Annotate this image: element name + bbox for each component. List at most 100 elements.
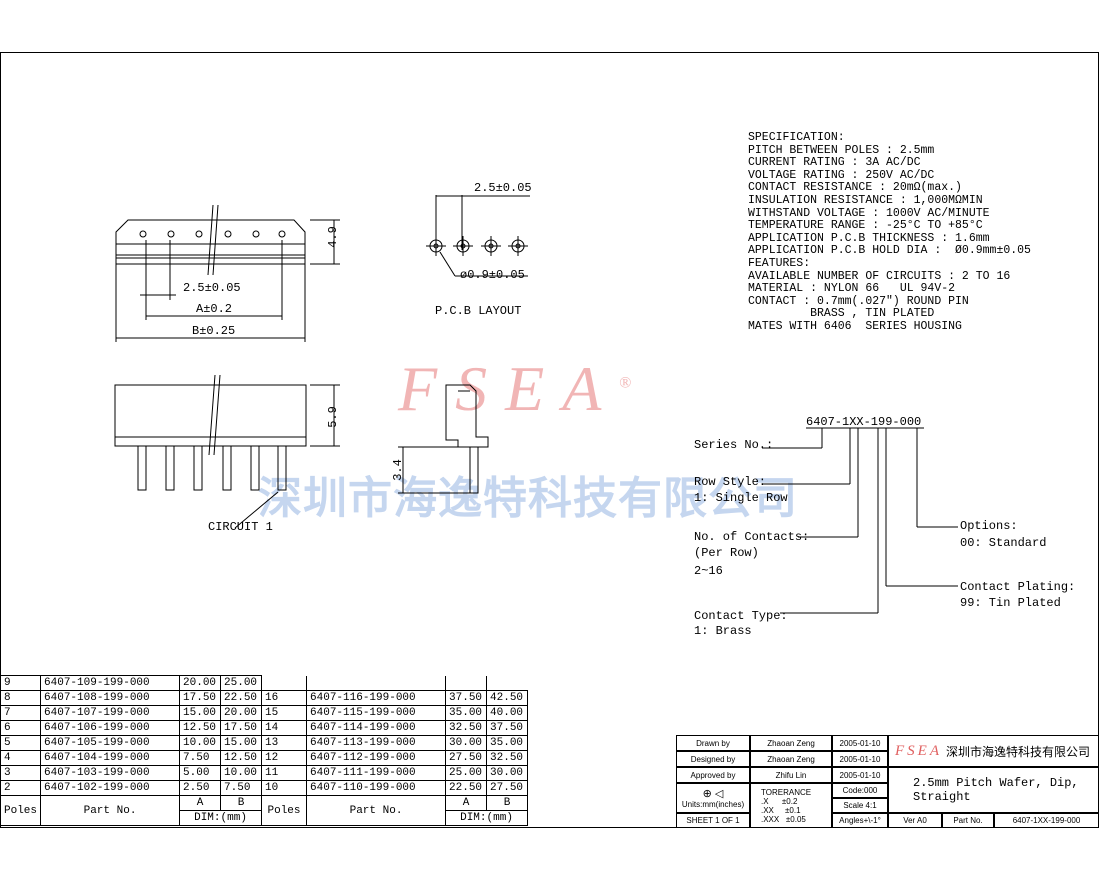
spec-line: WITHSTAND VOLTAGE : 1000V AC/MINUTE [748,206,990,220]
plating-label: Contact Plating: [960,580,1076,594]
table-cell: 15.00 [179,705,222,721]
table-cell: 37.50 [445,690,488,706]
table-header: B [220,795,263,811]
table-cell [486,675,528,691]
pin-holes-top [139,230,286,238]
spec-line: APPLICATION P.C.B HOLD DIA : Ø0.9mm±0.05 [748,244,1031,258]
table-header: Part No. [40,795,181,826]
spec-line: PITCH BETWEEN POLES : 2.5mm [748,143,935,157]
table-header: DIM:(mm) [179,810,263,826]
table-cell: 8 [0,690,42,706]
part-code: 6407-1XX-199-000 [806,415,922,429]
table-cell: 22.50 [220,690,263,706]
watermark-brand: FSEA® [398,353,632,424]
table-cell [306,675,446,691]
pcb-hole-dia: ø0.9±0.05 [460,268,525,282]
table-cell: 6407-106-199-000 [40,720,181,736]
spec-line: AVAILABLE NUMBER OF CIRCUITS : 2 TO 16 [748,269,1011,283]
table-cell: 5 [0,735,42,751]
spec-line: FEATURES: [748,256,811,270]
tolerance-label: TORERANCE [761,787,812,797]
projection-icon: ⊕ ◁ [702,788,724,800]
specification-block: SPECIFICATION: PITCH BETWEEN POLES : 2.5… [748,131,1031,334]
side-profile [398,384,489,494]
table-cell: 9 [0,675,42,691]
pcb-holes [426,236,528,256]
table-cell: 10.00 [179,735,222,751]
pcb-layout-label: P.C.B LAYOUT [435,304,522,318]
table-cell: 6407-111-199-000 [306,765,447,781]
table-cell: 10.00 [220,765,263,781]
table-cell: 25.00 [220,675,263,691]
table-cell [445,675,487,691]
units-cell: ⊕ ◁ Units:mm(inches) [676,783,750,813]
table-cell: 12 [261,750,308,766]
contacts-label: No. of Contacts: [694,530,810,544]
spec-line: MATERIAL : NYLON 66 UL 94V-2 [748,282,956,296]
table-cell: 6407-105-199-000 [40,735,181,751]
drawing-title: 2.5mm Pitch Wafer, Dip, [913,776,1079,790]
tolerance-xx: .XX ±0.1 [761,805,801,815]
table-cell: 6407-116-199-000 [306,690,447,706]
table-cell: 6407-110-199-000 [306,780,447,796]
dim-a: A±0.2 [196,302,233,316]
table-header: B [486,795,529,811]
drawn-by: Zhaoan Zeng [750,735,832,751]
table-cell: 10 [261,780,308,796]
table-cell: 35.00 [445,705,488,721]
contact-type-value: 1: Brass [694,624,752,638]
row-style-label: Row Style: [694,475,767,489]
table-header: A [445,795,488,811]
front-view [114,374,340,529]
approved-by: Zhifu Lin [750,767,832,783]
table-cell: 32.50 [486,750,529,766]
table-cell: 35.00 [486,735,529,751]
table-header-row: DIM:(mm) DIM:(mm) [1,810,529,826]
part-code-leaders [762,427,958,614]
contacts-sub: (Per Row) [694,546,759,560]
spec-line: APPLICATION P.C.B THICKNESS : 1.6mm [748,231,990,245]
table-cell: 15.00 [220,735,263,751]
series-label: Series No.: [694,438,774,452]
table-cell: 6407-112-199-000 [306,750,447,766]
table-cell: 15 [261,705,308,721]
watermark-company: 深圳市海逸特科技有限公司 [258,473,798,524]
pcb-layout-view [426,195,530,277]
table-cell: 2 [0,780,42,796]
table-cell: 6407-103-199-000 [40,765,181,781]
row-style-value: 1: Single Row [694,491,788,505]
table-cell: 27.50 [486,780,529,796]
table-cell: 25.00 [445,765,488,781]
table-cell: 37.50 [486,720,529,736]
table-cell: 11 [261,765,308,781]
approved-label: Approved by [676,767,750,783]
drawing-title-2: Straight [913,790,971,804]
designed-date: 2005-01-10 [832,751,888,767]
drawn-label: Drawn by [676,735,750,751]
table-header: DIM:(mm) [445,810,529,826]
code-label: Code:000 [832,783,888,798]
brand-logo: FSEA [895,742,942,759]
spec-line: INSULATION RESISTANCE : 1,000MΩMIN [748,193,983,207]
designed-label: Designed by [676,751,750,767]
angles-label: Angles+\-1° [832,813,888,828]
table-cell: 6407-102-199-000 [40,780,181,796]
spec-line: VOLTAGE RATING : 250V AC/DC [748,168,935,182]
tolerance-cell: TORERANCE .X ±0.2 .XX ±0.1 .XXX ±0.05 [750,783,832,828]
table-header: Part No. [306,795,447,826]
table-header: Poles [0,795,42,826]
options-label: Options: [960,519,1018,533]
contact-type-label: Contact Type: [694,609,788,623]
spec-line: TEMPERATURE RANGE : -25°C TO +85°C [748,219,983,233]
table-cell: 27.50 [445,750,488,766]
approved-date: 2005-01-10 [832,767,888,783]
